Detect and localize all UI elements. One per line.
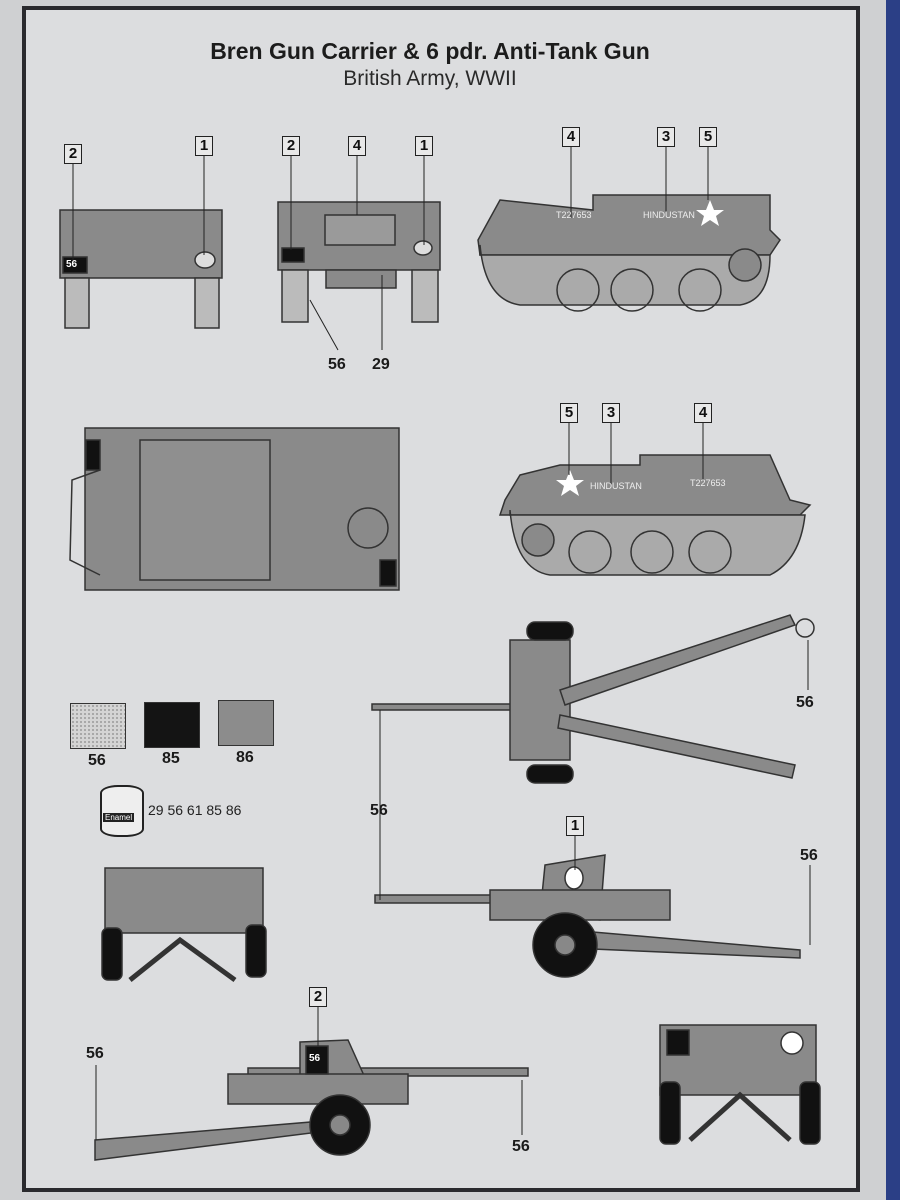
swatch-86 (218, 700, 274, 746)
callout-4: 4 (348, 136, 366, 156)
background-edge (886, 0, 900, 1200)
gun-side-view-right (374, 854, 801, 978)
swatch-label: 56 (88, 752, 106, 769)
paint-label: 56 (512, 1138, 530, 1155)
paint-label: 56 (800, 847, 818, 864)
page-subtitle: British Army, WWII (343, 67, 517, 90)
carrier-top-view (69, 427, 400, 591)
gun-rear-view (659, 1024, 821, 1145)
gun-front-view (101, 867, 267, 983)
callout-2: 2 (309, 987, 327, 1007)
callout-2: 2 (64, 144, 82, 164)
paint-list: 29 56 61 85 86 (148, 802, 242, 818)
paint-label: 56 (86, 1045, 104, 1062)
decal-name: HINDUSTAN (643, 210, 695, 220)
decal-serial-left: T227653 (690, 478, 726, 488)
swatch-label: 85 (162, 750, 180, 767)
callout-5: 5 (699, 127, 717, 147)
decal-name-left: HINDUSTAN (590, 481, 642, 491)
decal-plate-gun: 56 (309, 1053, 321, 1064)
swatch-56 (70, 703, 126, 749)
carrier-rear-view (277, 201, 441, 323)
callout-2: 2 (282, 136, 300, 156)
callout-4: 4 (562, 127, 580, 147)
swatch-label: 86 (236, 749, 254, 766)
paint-label: 56 (796, 694, 814, 711)
leader-lines (72, 146, 811, 1140)
gun-side-view-left (94, 1039, 529, 1161)
page-title: Bren Gun Carrier & 6 pdr. Anti-Tank Gun (210, 38, 650, 64)
callout-1: 1 (415, 136, 433, 156)
paint-label: 56 (370, 802, 388, 819)
carrier-side-view-left (498, 454, 812, 576)
swatch-85 (144, 702, 200, 748)
decal-serial: T227653 (556, 210, 592, 220)
callout-1: 1 (566, 816, 584, 836)
decal-plate-front: 56 (66, 259, 78, 270)
callout-1: 1 (195, 136, 213, 156)
callout-3: 3 (657, 127, 675, 147)
carrier-side-view-right (477, 194, 781, 312)
gun-top-view (371, 614, 815, 784)
paint-label: 56 (328, 356, 346, 373)
enamel-label: Enamel (103, 813, 135, 822)
callout-5: 5 (560, 403, 578, 423)
carrier-front-view (59, 209, 223, 329)
paint-label: 29 (372, 356, 390, 373)
callout-4: 4 (694, 403, 712, 423)
enamel-tin-icon: Enamel (100, 785, 144, 837)
callout-3: 3 (602, 403, 620, 423)
